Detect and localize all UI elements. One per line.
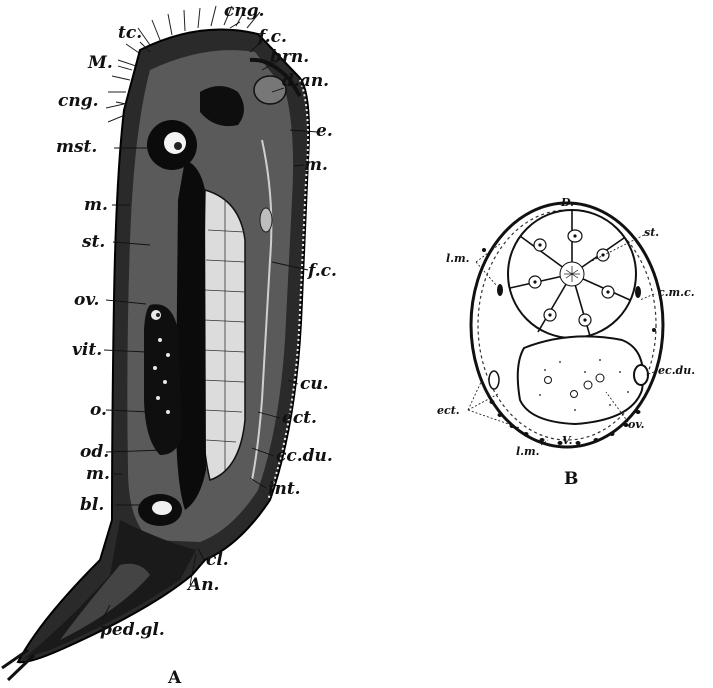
label-M: M. — [87, 53, 113, 73]
label-pedgl: ped.gl. — [100, 620, 165, 640]
label-vit: vit. — [72, 340, 102, 360]
section-vitellarium — [518, 336, 643, 424]
label-o: o. — [90, 400, 107, 420]
label-m-right: m. — [304, 155, 328, 175]
label-m-left-upper: m. — [84, 195, 108, 215]
caption-b: B — [564, 469, 578, 489]
label-fc-right: f.c. — [307, 261, 337, 281]
label-b-ov: ov. — [628, 418, 645, 431]
label-tc: tc. — [118, 23, 142, 43]
label-b-ecdu: ec.du. — [658, 364, 695, 377]
figure-b-drawing — [471, 203, 663, 447]
vitellarium — [144, 304, 182, 455]
label-b-ect: ect. — [437, 404, 460, 417]
label-ect: ect. — [282, 408, 317, 428]
label-b-st: st. — [644, 226, 659, 239]
label-b-lm-top: l.m. — [446, 252, 470, 265]
caption-a: A — [167, 668, 182, 688]
label-b-lm-bottom: l.m. — [516, 445, 540, 458]
label-e: e. — [316, 121, 333, 141]
label-cl: cl. — [206, 550, 229, 570]
label-An: An. — [186, 575, 219, 595]
figure-a-drawing — [2, 6, 309, 680]
label-cng-left: cng. — [58, 91, 99, 111]
label-int: int. — [268, 479, 301, 499]
label-od: od. — [80, 442, 109, 462]
label-mst: mst. — [56, 137, 97, 157]
label-st: st. — [81, 232, 105, 252]
label-fc-top: f.c. — [257, 27, 287, 47]
label-bl: bl. — [80, 495, 104, 515]
label-ov: ov. — [74, 290, 99, 310]
label-ccdu: cc.du. — [276, 446, 333, 466]
label-brn: brn. — [270, 47, 309, 67]
label-cng-top: cng. — [224, 1, 265, 21]
label-m-left-lower: m. — [86, 464, 110, 484]
mastax-center — [164, 132, 186, 154]
oesophagus — [176, 160, 206, 510]
label-dan: d.an. — [282, 71, 329, 91]
stomach-band — [202, 190, 245, 480]
label-b-cmc: c.m.c. — [658, 286, 695, 299]
label-b-V: V. — [562, 434, 573, 447]
label-cu: cu. — [300, 374, 329, 394]
label-b-D: D. — [560, 196, 574, 209]
